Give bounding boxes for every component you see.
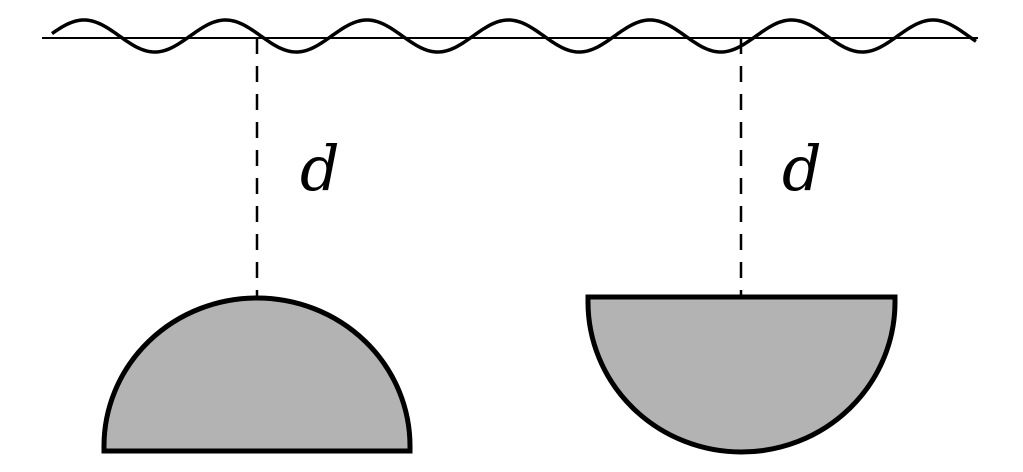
left-hemisphere-dome-up: [101, 295, 413, 454]
left-distance-label: d: [300, 132, 340, 205]
right-distance-label: d: [782, 132, 822, 205]
right-hemisphere-dome-down: [585, 294, 898, 455]
water-surface-wave: [51, 18, 977, 54]
